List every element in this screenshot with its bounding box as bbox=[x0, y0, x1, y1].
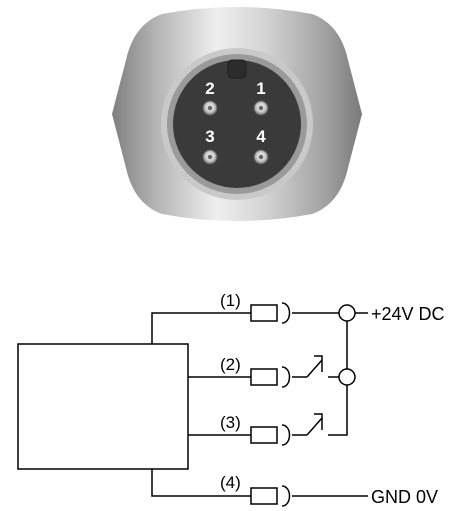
socket-contact bbox=[281, 485, 291, 507]
pin-number-label: 1 bbox=[256, 79, 265, 98]
plug-pin bbox=[250, 368, 278, 386]
supply-terminal bbox=[338, 304, 356, 322]
device-block bbox=[17, 343, 189, 470]
contact-pin-hole bbox=[258, 154, 264, 160]
pin-number-label: 2 bbox=[205, 79, 214, 98]
line-label: (2) bbox=[220, 355, 241, 374]
plug-pin bbox=[250, 487, 278, 505]
switch-contact bbox=[306, 417, 323, 436]
junction-node bbox=[338, 368, 356, 386]
switch-contact bbox=[306, 359, 323, 378]
plug-pin bbox=[250, 426, 278, 444]
socket-face bbox=[173, 60, 301, 188]
wire bbox=[328, 385, 348, 436]
schematic-labels: (1) (2) (3) (4) +24V DC GND 0V bbox=[220, 291, 445, 507]
switch-actuator bbox=[314, 413, 323, 430]
contact-pin-hole bbox=[207, 105, 213, 111]
switch-actuator bbox=[314, 355, 323, 372]
line-label: (1) bbox=[220, 291, 241, 310]
socket-contact bbox=[281, 366, 291, 388]
wire-line-2 bbox=[188, 355, 356, 388]
line-label: (4) bbox=[220, 473, 241, 492]
wire-line-4 bbox=[151, 469, 368, 507]
plug-pin bbox=[250, 304, 278, 322]
wire-line-3 bbox=[188, 385, 348, 446]
connector-face: 2 1 3 4 bbox=[112, 7, 362, 221]
socket-contact bbox=[281, 302, 291, 324]
contact-pin-hole bbox=[258, 105, 264, 111]
supply-label: +24V DC bbox=[371, 304, 445, 324]
pin-number-label: 3 bbox=[205, 127, 214, 146]
wiring-schematic bbox=[17, 302, 368, 507]
contact-pin-hole bbox=[207, 154, 213, 160]
ground-label: GND 0V bbox=[371, 487, 438, 507]
wire-line-1 bbox=[151, 302, 368, 344]
pin-number-label: 4 bbox=[256, 127, 266, 146]
wire bbox=[151, 312, 251, 344]
coding-key-notch bbox=[227, 59, 247, 79]
socket-contact bbox=[281, 424, 291, 446]
wire bbox=[151, 469, 251, 497]
line-label: (3) bbox=[220, 413, 241, 432]
